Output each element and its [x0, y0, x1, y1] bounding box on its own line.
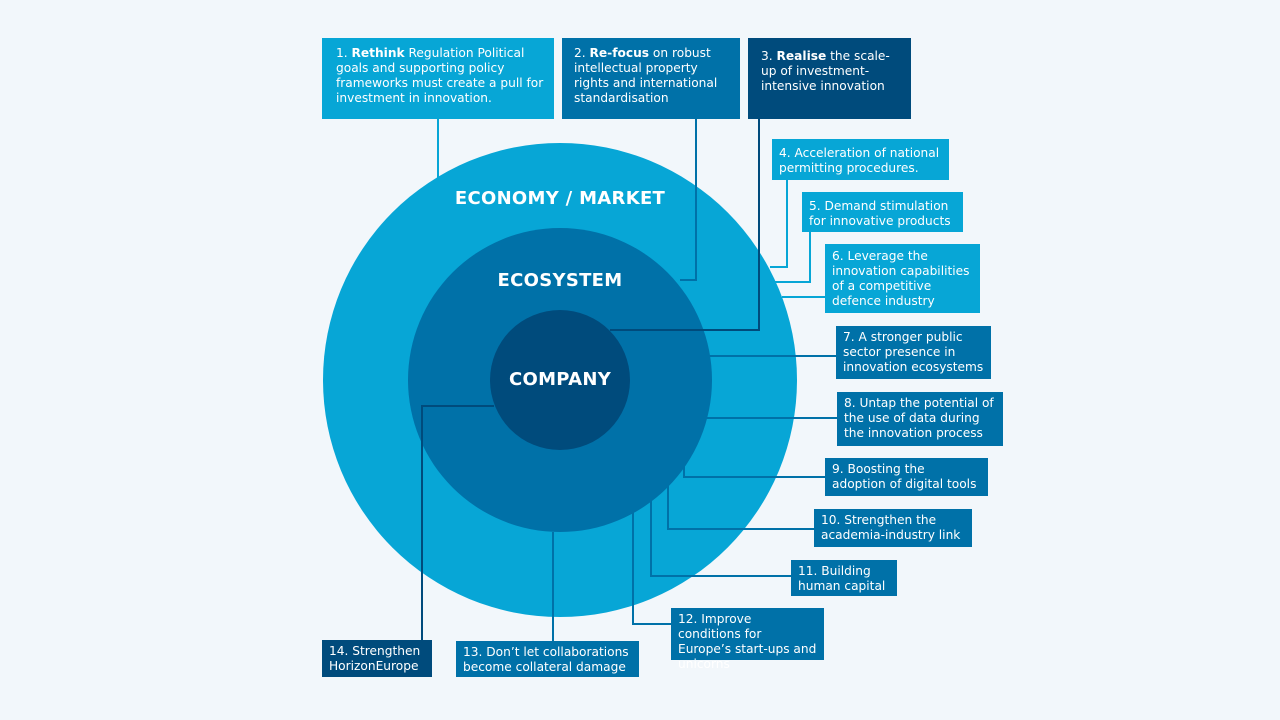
- company-ring: [490, 310, 630, 450]
- measure-box-3: 3. Realise the scale-up of investment-in…: [748, 38, 911, 119]
- measure-keyword: Rethink: [351, 46, 405, 60]
- measure-box-5: 5. Demand stimulation for innovative pro…: [802, 192, 963, 232]
- measure-box-2: 2. Re-focus on robust intellectual prope…: [562, 38, 740, 119]
- measure-keyword: Realise: [776, 49, 827, 63]
- measure-box-14: 14. Strengthen HorizonEurope: [322, 640, 432, 677]
- measure-box-11: 11. Building human capital: [791, 560, 897, 596]
- measure-keyword: Re-focus: [589, 46, 650, 60]
- company-label: COMPANY: [509, 369, 612, 390]
- measure-box-4: 4. Acceleration of national permitting p…: [772, 139, 949, 180]
- connector-12: [632, 508, 671, 625]
- connector-4: [770, 179, 788, 268]
- measure-text: on robust intellectual property rights a…: [574, 46, 718, 105]
- measure-box-13: 13. Don’t let collaborations become coll…: [456, 641, 639, 677]
- connector-3: [610, 118, 760, 331]
- ecosystem-label: ECOSYSTEM: [498, 270, 623, 291]
- measure-number: 1.: [336, 46, 348, 60]
- measure-box-9: 9. Boosting the adoption of digital tool…: [825, 458, 988, 496]
- measure-box-8: 8. Untap the potential of the use of dat…: [837, 392, 1003, 446]
- measure-box-12: 12. Improve conditions for Europe’s star…: [671, 608, 824, 671]
- connector-10: [667, 486, 814, 530]
- connector-5: [775, 231, 811, 283]
- measure-box-10: 10. Strengthen the academia-industry lin…: [814, 509, 972, 547]
- connector-2: [680, 118, 697, 281]
- measure-number: 3.: [761, 49, 773, 63]
- connector-9: [683, 462, 825, 478]
- measure-text: the scale-up of investment-intensive inn…: [761, 49, 890, 93]
- economy-market-label: ECONOMY / MARKET: [455, 188, 666, 209]
- measure-box-7: 7. A stronger public sector presence in …: [836, 326, 991, 379]
- connector-11: [650, 497, 791, 577]
- measure-text: Regulation Political goals and supportin…: [336, 46, 544, 105]
- connector-14: [421, 405, 494, 641]
- measure-number: 2.: [574, 46, 586, 60]
- measure-box-1: 1. Rethink Regulation Political goals an…: [322, 38, 554, 119]
- measure-box-6: 6. Leverage the innovation capabilities …: [825, 244, 980, 313]
